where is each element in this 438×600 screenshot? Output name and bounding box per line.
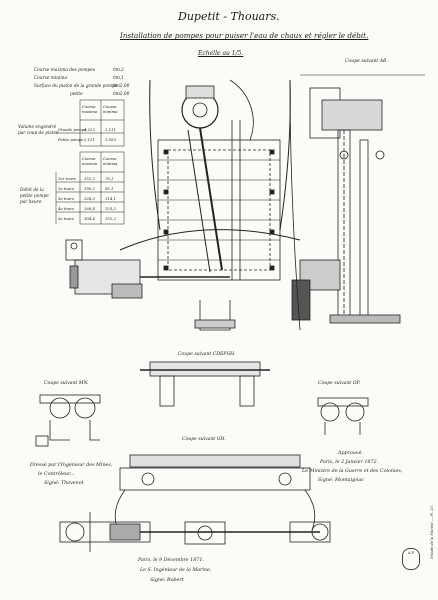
- table-row-label: Grande pompe: [58, 127, 87, 132]
- table-row-label: 2e tours: [58, 186, 74, 191]
- signature-right-line: Signé: Montaignac: [318, 478, 364, 483]
- section-op-drawing: [317, 397, 369, 435]
- table-row-label: 1er tours: [58, 176, 76, 181]
- table-cell: 304,4: [84, 216, 95, 221]
- table-cell: 266,4: [84, 206, 95, 211]
- page-subtitle: Installation de pompes pour puiser l'eau…: [120, 31, 369, 40]
- table-header: Course minima: [103, 104, 118, 114]
- section-gh-drawing: [59, 454, 331, 552]
- spec-value: 0m2,00: [113, 84, 130, 89]
- scale-label: Echelle au 1/5.: [198, 50, 244, 57]
- signature-right-line: Paris, le 2 Janvier 1872.: [320, 460, 379, 465]
- spec-label: Course maxima des pompes: [34, 68, 96, 73]
- flow-table-grid: [55, 151, 125, 225]
- section-mn-drawing: [35, 394, 101, 447]
- table-row-label: 3e tours: [58, 196, 74, 201]
- signature-right-line: Approuvé.: [338, 451, 363, 456]
- signature-left-line: Dressé par l'Ingénieur des Mines,: [30, 463, 113, 468]
- spec-label: Surface du piston de la grande pompe: [34, 84, 118, 89]
- table-cell: 152,2: [105, 216, 116, 221]
- signature-left-line: Signé: Thévenot: [44, 481, 84, 486]
- table-header: Course minima: [103, 156, 118, 166]
- section-label-gh: Coupe suivant GH.: [182, 437, 226, 442]
- page-title: Dupetit - Thouars.: [178, 10, 280, 23]
- table-cell: 2,111: [105, 127, 116, 132]
- spec-value: 0m,2: [113, 68, 124, 73]
- table-row-label: 4e tours: [58, 206, 74, 211]
- table-row-label: 5e tours: [58, 216, 74, 221]
- section-label-op: Coupe suivant OP.: [318, 381, 361, 386]
- table-cell: 95,1: [105, 186, 114, 191]
- table-header: Course maxima: [82, 104, 98, 114]
- volume-table-grid: [56, 99, 125, 147]
- table-cell: 133,2: [105, 206, 116, 211]
- section-label-mn: Coupe suivant MN.: [44, 381, 89, 386]
- table-cell: 76,1: [105, 176, 114, 181]
- table-cell: 114,1: [105, 196, 116, 201]
- section-ab-drawing: [289, 74, 425, 331]
- spec-value: 0m,1: [113, 76, 124, 81]
- flow-table-caption: Débit de la petite pompe par heure: [20, 188, 49, 205]
- volume-table-caption: Volume engendré par coup de piston: [18, 125, 59, 136]
- spec-value: 0m2,00: [113, 92, 130, 97]
- table-cell: 228,3: [84, 196, 95, 201]
- signature-bottom-line: Paris, le 9 Décembre 1871.: [138, 558, 204, 563]
- table-row-label: Petite pompe: [58, 137, 84, 142]
- table-cell: 152,2: [84, 176, 95, 181]
- section-cdef-drawing: [140, 361, 270, 407]
- table-cell: 2,111: [84, 137, 95, 142]
- signature-left-line: le Contrôleur...: [38, 472, 75, 477]
- section-label-ab: Coupe suivant AB.: [345, 59, 388, 64]
- main-mechanism: [65, 79, 301, 331]
- spec-label: petite: [70, 92, 83, 97]
- table-cell: 4,222: [84, 127, 95, 132]
- spec-label: Course minima: [34, 76, 68, 81]
- signature-right-line: Le Ministre de la Guerre et des Colonies…: [302, 469, 403, 474]
- table-header: Course maxima: [82, 156, 98, 166]
- table-cell: 1,055: [105, 137, 116, 142]
- signature-bottom-line: Le S. Ingénieur de la Marine,: [140, 568, 212, 573]
- archive-stamp: A P: [402, 548, 420, 570]
- table-cell: 190,2: [84, 186, 95, 191]
- section-label-cdef: Coupe suivant CDEFGH.: [178, 352, 236, 357]
- signature-bottom-line: Signé: Robert: [150, 578, 184, 583]
